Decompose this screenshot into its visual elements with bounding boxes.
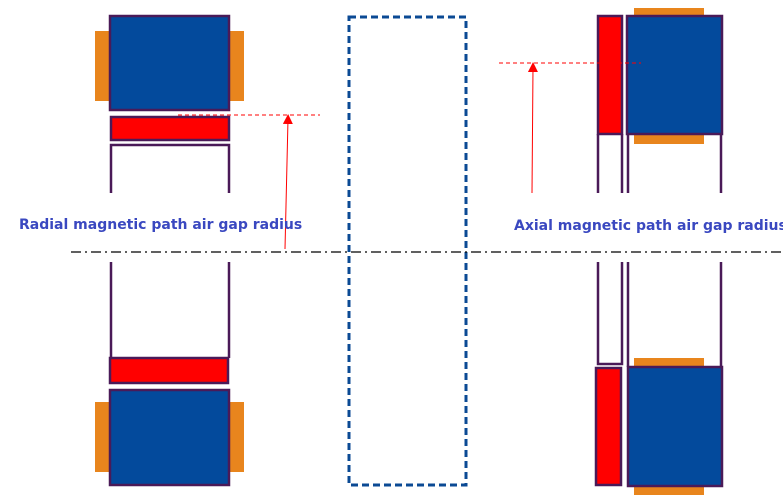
radial-upper-winding-left — [95, 31, 111, 101]
radial-lower-winding-left — [95, 402, 111, 472]
axial-upper-stator-core — [625, 14, 724, 136]
axial-lower-magnet — [594, 366, 623, 487]
axial-lower-winding-bottom — [634, 485, 704, 495]
radial-upper-magnet — [109, 115, 231, 142]
radial-air-gap-label: Radial magnetic path air gap radius — [19, 217, 302, 233]
radial-lower-stator-core — [108, 388, 231, 487]
axial-air-gap-arrow — [527, 62, 538, 194]
axial-lower-rotor-outline — [596, 262, 723, 367]
radial-flux-structure: Radial magnetic path air gap radius — [19, 14, 320, 487]
axial-upper-winding-top — [634, 8, 704, 17]
axial-lower-winding-top — [634, 358, 704, 368]
radial-lower-rotor-outline — [109, 262, 231, 358]
radial-upper-rotor-outline — [109, 143, 231, 193]
center-dashed-boundary — [347, 15, 468, 487]
axial-upper-winding-bottom — [634, 134, 704, 144]
axial-flux-structure: Axial magnetic path air gap radius — [499, 8, 783, 495]
radial-upper-stator-core — [108, 14, 231, 112]
axial-lower-stator-core — [626, 365, 724, 488]
radial-lower-winding-right — [228, 402, 244, 472]
axial-air-gap-label: Axial magnetic path air gap radius — [514, 218, 783, 234]
radial-upper-winding-right — [228, 31, 244, 101]
radial-air-gap-arrow — [282, 114, 293, 250]
radial-lower-magnet — [108, 356, 230, 385]
axial-upper-magnet — [596, 14, 624, 136]
axial-upper-rotor-outline — [596, 134, 723, 193]
